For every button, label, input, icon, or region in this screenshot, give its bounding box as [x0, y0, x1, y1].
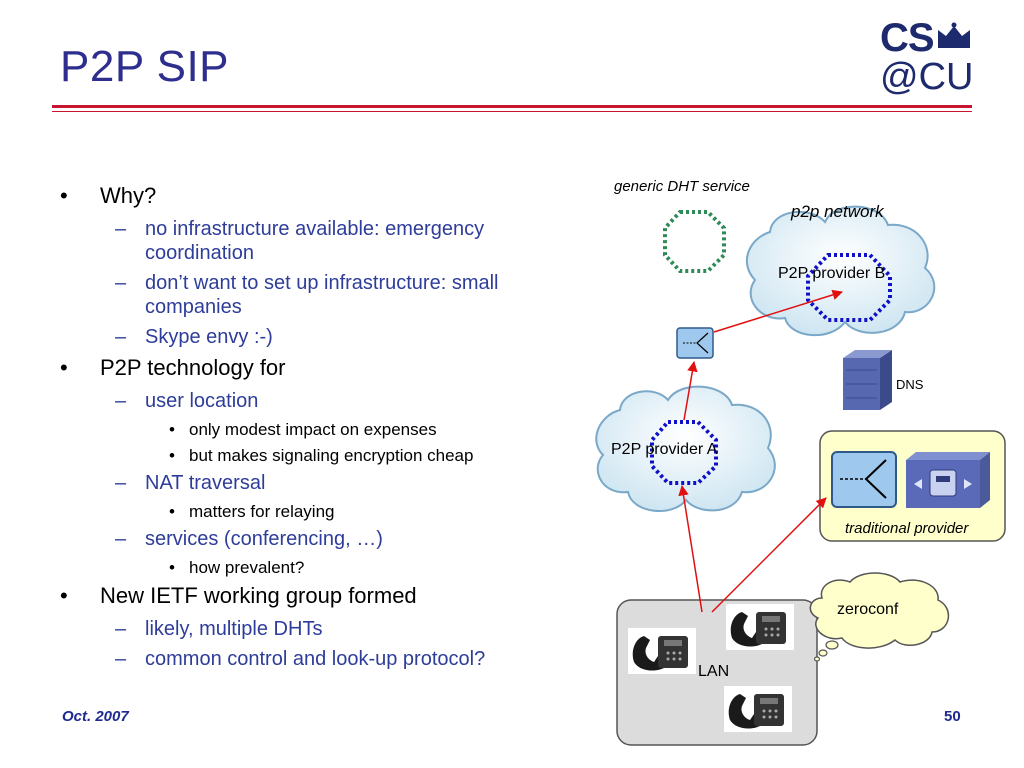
bullet-text: Why?: [100, 183, 157, 208]
bullet-level-1: Why?: [60, 183, 580, 209]
dash-marker: –: [115, 528, 127, 550]
bullet-level-1: New IETF working group formed: [60, 583, 580, 609]
bullet-text: likely, multiple DHTs: [145, 618, 323, 640]
bullet-level-2: –likely, multiple DHTs: [60, 617, 580, 641]
bullet-level-2: –services (conferencing, …): [60, 527, 580, 551]
dns-label: DNS: [896, 377, 924, 392]
bullet-text: New IETF working group formed: [100, 583, 417, 608]
bullet-level-2: –don’t want to set up infrastructure: sm…: [60, 271, 580, 319]
bullet-text: how prevalent?: [189, 558, 305, 577]
dot-marker: •: [169, 420, 175, 439]
bullet-level-2: –no infrastructure available: emergency …: [60, 217, 580, 265]
slide-title: P2P SIP: [60, 42, 230, 91]
logo-text-at-cu: @CU: [880, 56, 974, 98]
pbx-icon: [906, 452, 990, 508]
provider-a-label: P2P provider A: [611, 441, 718, 458]
p2p-network-label: p2p network: [791, 202, 884, 221]
bullet-text: P2P technology for: [100, 355, 286, 380]
bullet-text: user location: [145, 390, 259, 412]
bullet-text: matters for relaying: [189, 502, 335, 521]
dash-marker: –: [115, 390, 127, 412]
arrow-lan-to-provider-a: [678, 484, 703, 613]
bullet-text: common control and look-up protocol?: [145, 648, 486, 670]
zeroconf-label: zeroconf: [837, 601, 899, 618]
bullet-level-3: • how prevalent?: [60, 557, 580, 578]
dash-marker: –: [115, 218, 127, 240]
bullet-level-2: –Skype envy :-): [60, 325, 580, 349]
phone-icon: [628, 628, 696, 674]
phone-icon: [726, 604, 794, 650]
bullet-text: NAT traversal: [145, 472, 266, 494]
dns-server-icon: [843, 350, 892, 410]
dash-marker: –: [115, 326, 127, 348]
title-rule-thick: [52, 105, 972, 108]
logo-text-cs: CS: [880, 16, 935, 60]
provider-a-dht-ring: [650, 420, 718, 485]
bullet-text: no infrastructure available: emergency c…: [145, 218, 485, 264]
traditional-provider-label: traditional provider: [845, 520, 969, 537]
bullet-list: Why?–no infrastructure available: emerge…: [60, 183, 580, 677]
arrow-proxy-to-provider-b: [713, 289, 844, 333]
zeroconf-bubble: [809, 572, 950, 662]
proxy-icon: [676, 327, 714, 359]
dash-marker: –: [115, 272, 127, 294]
dot-marker: •: [169, 446, 175, 465]
bullet-level-1: P2P technology for: [60, 355, 580, 381]
arrow-lan-to-traditional: [711, 497, 827, 613]
bullet-text: Skype envy :-): [145, 326, 273, 348]
arrow-provider-a-to-proxy: [683, 360, 698, 421]
bullet-text: but makes signaling encryption cheap: [189, 446, 474, 465]
footer-date: Oct. 2007: [62, 708, 129, 725]
bullet-level-2: –common control and look-up protocol?: [60, 647, 580, 671]
dash-marker: –: [115, 472, 127, 494]
dash-marker: –: [115, 618, 127, 640]
generic-dht-ring: [663, 210, 726, 273]
sip-proxy-icon: [831, 451, 897, 508]
generic-dht-label: generic DHT service: [614, 178, 750, 195]
cloud-provider-a: [595, 385, 776, 513]
bullet-text: only modest impact on expenses: [189, 420, 437, 439]
bullet-text: don’t want to set up infrastructure: sma…: [145, 272, 499, 318]
title-rule-thin: [52, 111, 972, 112]
dot-marker: •: [169, 502, 175, 521]
bullet-level-2: –NAT traversal: [60, 471, 580, 495]
bullet-level-2: –user location: [60, 389, 580, 413]
lan-label: LAN: [698, 663, 730, 680]
dot-marker: •: [169, 558, 175, 577]
bullet-level-3: • but makes signaling encryption cheap: [60, 445, 580, 466]
bullet-level-3: • matters for relaying: [60, 501, 580, 522]
dash-marker: –: [115, 648, 127, 670]
crown-icon: [938, 22, 970, 48]
bullet-level-3: • only modest impact on expenses: [60, 419, 580, 440]
provider-b-label: P2P provider B: [778, 265, 886, 282]
phone-icon: [724, 686, 792, 732]
page-number: 50: [944, 708, 961, 725]
cs-cu-logo: CS @CU: [880, 16, 980, 98]
bullet-text: services (conferencing, …): [145, 528, 383, 550]
